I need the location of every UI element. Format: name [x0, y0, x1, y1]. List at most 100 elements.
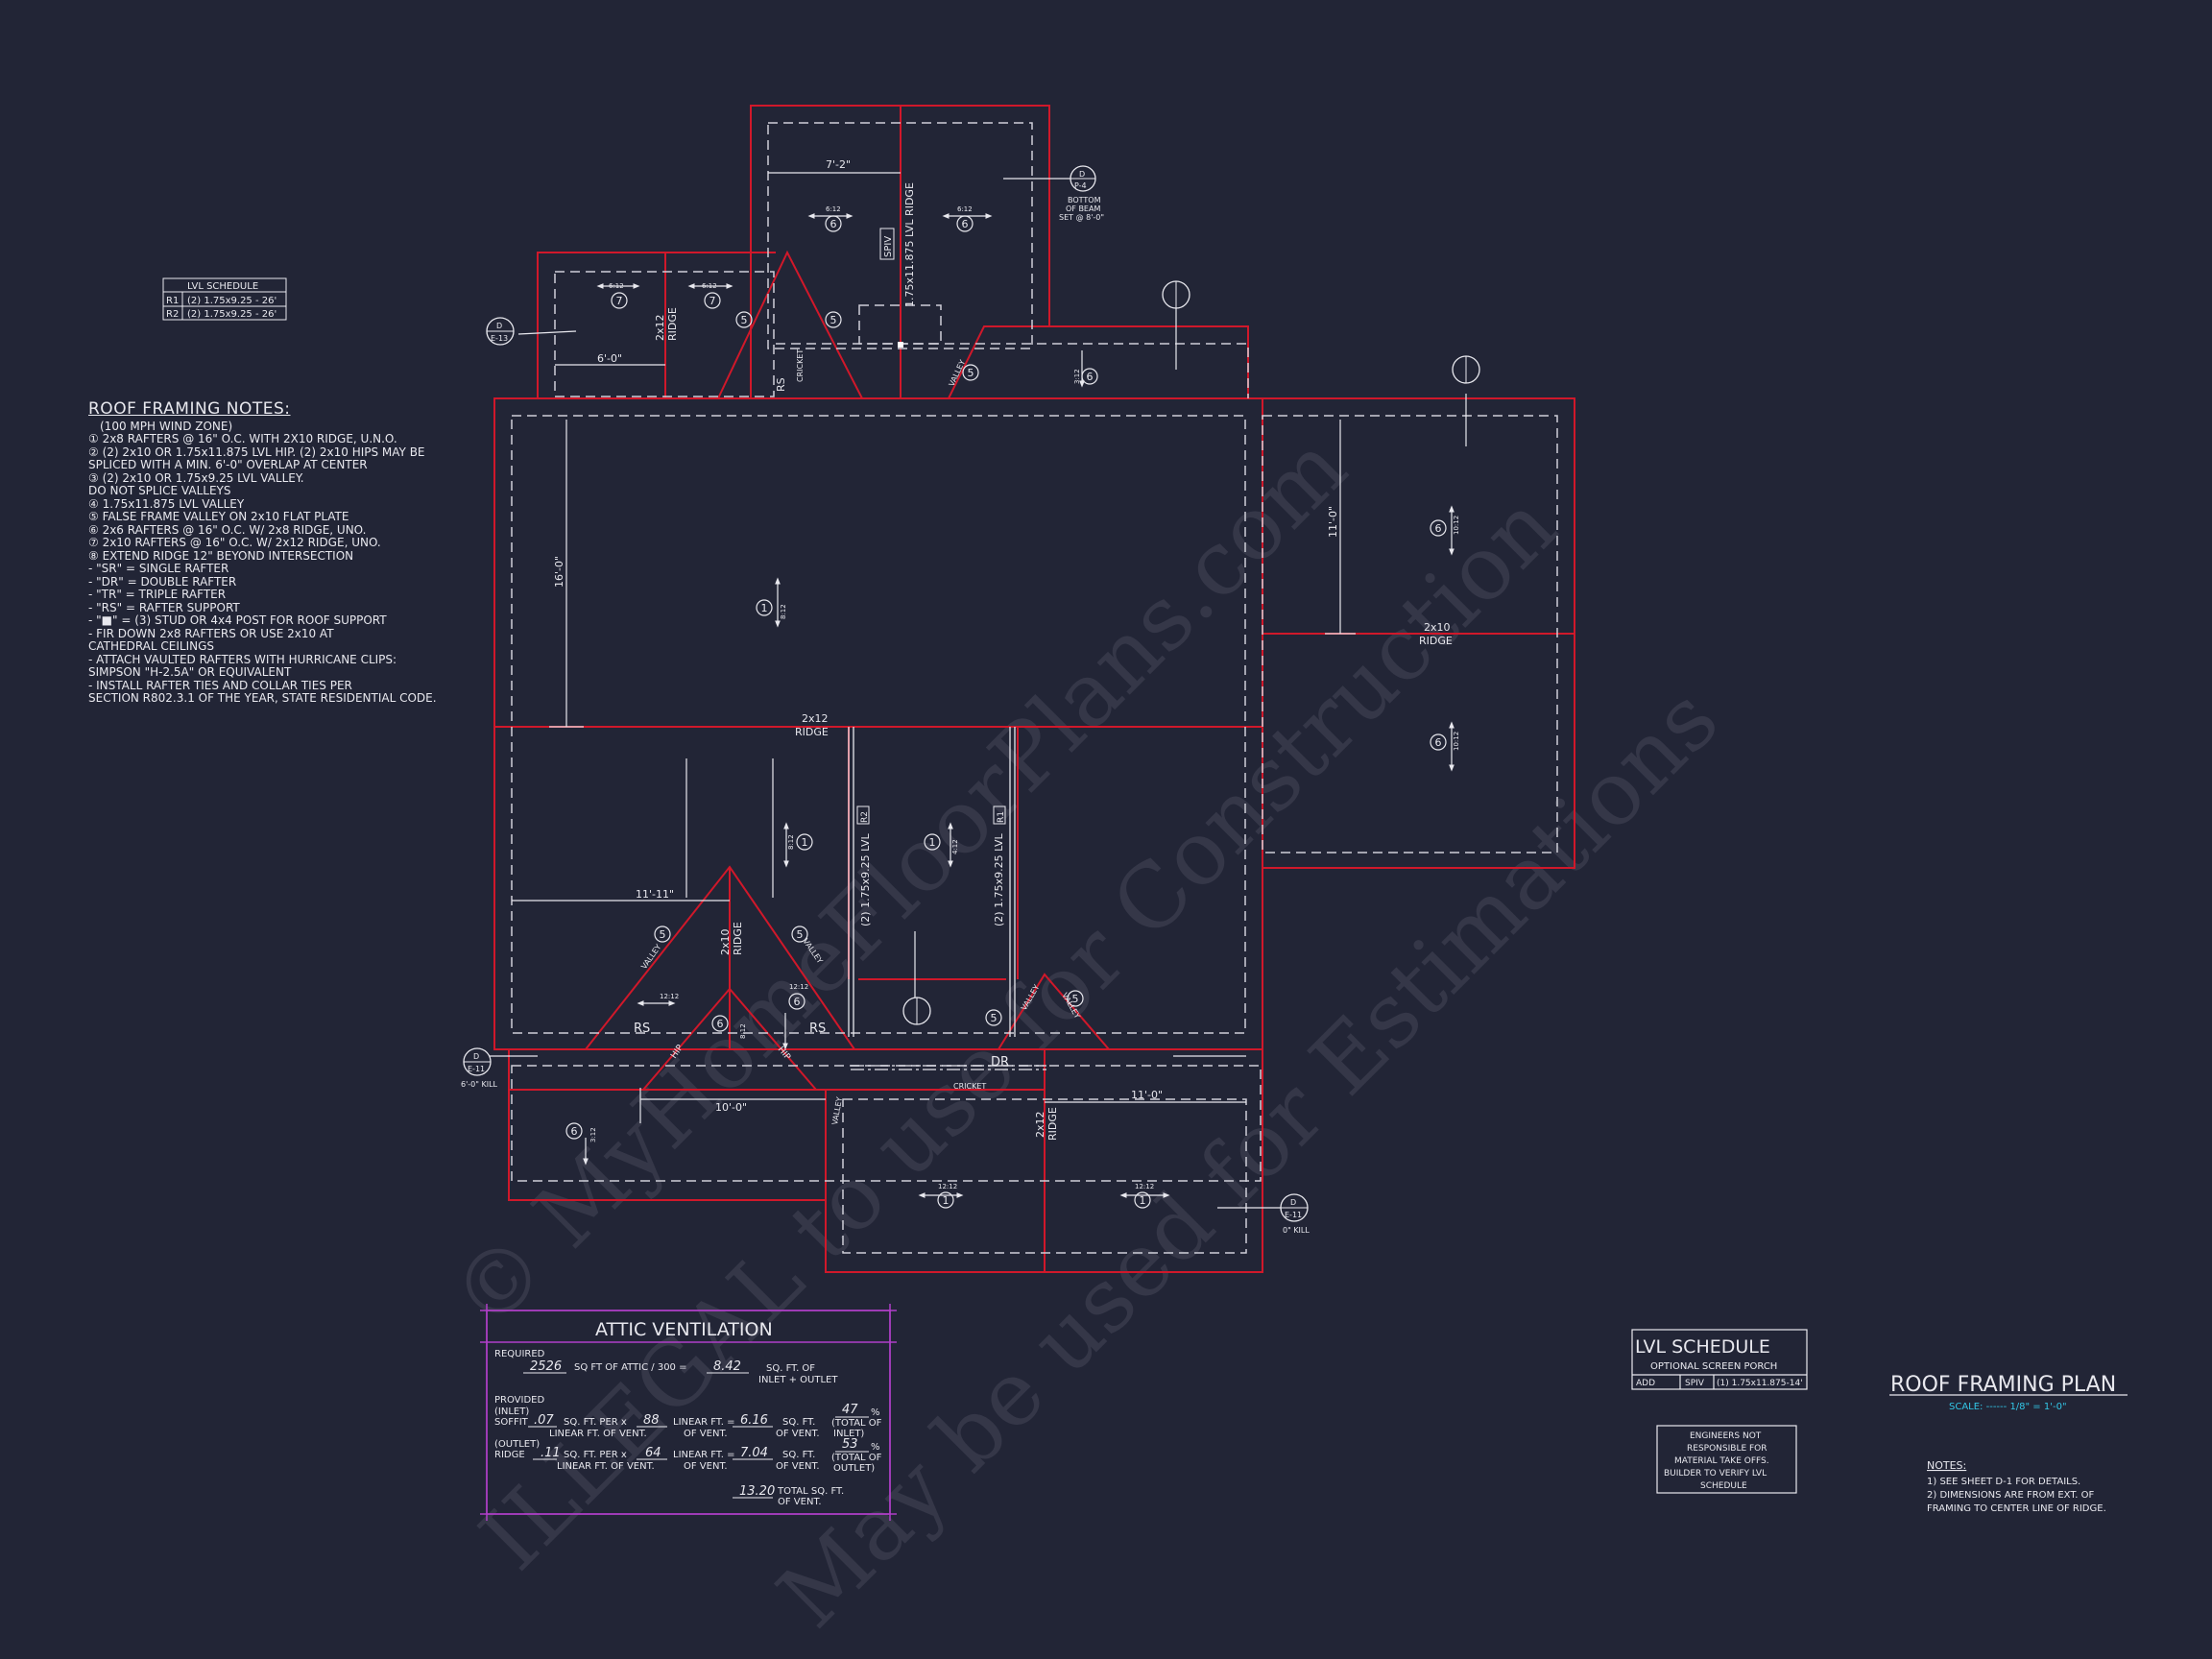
rafter-arrows — [583, 213, 1455, 1198]
svg-text:5: 5 — [741, 314, 748, 326]
ridge-2x12-garage: 2x12 — [1034, 1111, 1046, 1138]
roof-note-line: SIMPSON "H-2.5A" OR EQUIVALENT — [88, 665, 292, 679]
attic-sqft: 2526 — [530, 1359, 562, 1374]
roof-notes-list: (100 MPH WIND ZONE)① 2x8 RAFTERS @ 16" O… — [88, 419, 437, 706]
svg-text:6: 6 — [1435, 736, 1442, 749]
attic-sq-ft-per-b: SQ. FT. PER x — [564, 1450, 627, 1460]
attic-of-vent-d: OF VENT. — [776, 1461, 820, 1472]
section-d-4: D — [1290, 1198, 1296, 1207]
dr-label: DR — [991, 1055, 1009, 1070]
svg-text:6: 6 — [1435, 522, 1442, 535]
svg-text:7: 7 — [709, 295, 716, 307]
attic-provided: PROVIDED — [494, 1395, 544, 1406]
section-e11-a: E-11 — [468, 1065, 485, 1073]
roof-note-line: SECTION R802.3.1 OF THE YEAR, STATE RESI… — [88, 691, 437, 705]
attic-total-sq-ft: TOTAL SQ. FT. — [777, 1486, 844, 1497]
attic-soffit-pct: 47 — [842, 1403, 858, 1417]
attic-ridge: RIDGE — [494, 1450, 525, 1460]
attic-ridge-val: .11 — [541, 1446, 561, 1460]
roof-note-line: - "TR" = TRIPLE RAFTER — [88, 588, 227, 601]
section-d-2: D — [496, 322, 502, 330]
lvl-right-label: (2) 1.75x9.25 LVL — [993, 832, 1005, 926]
notes-bottom-title: NOTES: — [1927, 1459, 1966, 1472]
attic-ridge-lf: 64 — [645, 1446, 661, 1460]
r1-tag — [993, 805, 1006, 825]
svg-text:5: 5 — [1072, 993, 1079, 1005]
attic-of-vent-c: OF VENT. — [684, 1461, 728, 1472]
attic-of-vent-e: OF VENT. — [778, 1497, 822, 1507]
attic-linear-ft-vent-b: LINEAR FT. OF VENT. — [557, 1461, 655, 1472]
svg-text:5: 5 — [968, 367, 974, 379]
lvl-left-label: (2) 1.75x9.25 LVL — [859, 832, 872, 926]
lvl-schedule-table-left — [162, 277, 287, 321]
attic-linear-ft-vent: LINEAR FT. OF VENT. — [549, 1429, 647, 1439]
pitch-label: 10:12 — [1453, 516, 1460, 535]
hip-left: HIP — [669, 1043, 685, 1060]
attic-ridge-total: 7.04 — [740, 1446, 768, 1460]
attic-sq-ft-b: SQ. FT. — [782, 1450, 815, 1460]
attic-grand-total: 13.20 — [739, 1484, 775, 1499]
pitch-label: 6:12 — [609, 282, 624, 290]
attic-soffit: SOFFIT — [494, 1417, 529, 1428]
roof-note-line: (100 MPH WIND ZONE) — [100, 419, 233, 433]
lvl-small-r1-desc: (2) 1.75x9.25 - 26' — [187, 296, 276, 306]
roof-note-line: ⑤ FALSE FRAME VALLEY ON 2x10 FLAT PLATE — [88, 510, 349, 523]
ridge-2x12-left-box: 2x12 — [654, 314, 666, 341]
svg-text:7: 7 — [616, 295, 623, 307]
notes-bottom-2: 2) DIMENSIONS ARE FROM EXT. OF — [1927, 1490, 2095, 1501]
roof-note-line: ⑦ 2x10 RAFTERS @ 16" O.C. W/ 2x12 RIDGE,… — [88, 536, 381, 549]
svg-text:5: 5 — [830, 314, 837, 326]
valley-top: VALLEY — [948, 358, 968, 387]
section-marker-lines — [464, 178, 1467, 1209]
ridge-word-right: RIDGE — [1419, 635, 1453, 647]
engineers-note-3: MATERIAL TAKE OFFS. — [1674, 1456, 1769, 1466]
dim-10-0: 10'-0" — [715, 1101, 747, 1114]
svg-text:6: 6 — [794, 996, 801, 1008]
section-e11-b: E-11 — [1285, 1211, 1302, 1219]
roof-note-line: - "SR" = SINGLE RAFTER — [88, 562, 229, 575]
lvl-schedule-subtitle: OPTIONAL SCREEN PORCH — [1650, 1361, 1777, 1372]
kill-6-label: 6'-0" KILL — [461, 1080, 498, 1089]
attic-title: ATTIC VENTILATION — [595, 1319, 773, 1340]
roof-outline — [493, 105, 1575, 1273]
pitch-label: 12:12 — [1135, 1183, 1154, 1190]
lvl-schedule-col1: ADD — [1636, 1379, 1655, 1388]
pitch-label: 3:12 — [1073, 369, 1081, 384]
bottom-of-beam-1: BOTTOM — [1068, 196, 1101, 204]
dim-16-0: 16'-0" — [553, 556, 565, 588]
engineers-note-1: ENGINEERS NOT — [1690, 1431, 1762, 1441]
post-marker — [898, 342, 903, 348]
svg-text:1: 1 — [1140, 1194, 1146, 1207]
attic-required: REQUIRED — [494, 1349, 545, 1359]
ridge-2x12-main: 2x12 — [802, 712, 829, 725]
lvl-schedule-col2: SPIV — [1685, 1379, 1705, 1388]
notes-bottom-3: FRAMING TO CENTER LINE OF RIDGE. — [1927, 1503, 2106, 1514]
roof-note-line: - "■" = (3) STUD OR 4x4 POST FOR ROOF SU… — [88, 613, 387, 627]
wall-dashed-lines — [511, 122, 1558, 1254]
spiv-label: SPIV — [883, 236, 894, 257]
rs-right-label: RS — [809, 1022, 826, 1036]
attic-ventilation-frame — [480, 1304, 897, 1521]
attic-linear-ft-b: LINEAR FT. = — [673, 1450, 735, 1460]
attic-inlet: (INLET) — [494, 1407, 529, 1417]
pitch-label: 12:12 — [938, 1183, 957, 1190]
attic-inlet-close: INLET) — [833, 1429, 864, 1439]
engineers-note-4: BUILDER TO VERIFY LVL — [1664, 1469, 1767, 1479]
plan-scale: SCALE: ------ 1/8" = 1'-0" — [1949, 1402, 2067, 1412]
ridge-word-gable: RIDGE — [732, 922, 744, 955]
pitch-label: 6:12 — [702, 282, 717, 290]
lvl-schedule-col3: (1) 1.75x11.875-14' — [1717, 1379, 1803, 1388]
roof-note-line: ② (2) 2x10 OR 1.75x11.875 LVL HIP. (2) 2… — [88, 445, 425, 459]
lvl-schedule-table-right — [1631, 1329, 1808, 1494]
ridge-2x10-right: 2x10 — [1424, 621, 1451, 634]
section-markers — [463, 165, 1480, 1222]
section-p4: P-4 — [1074, 181, 1087, 190]
rs-left-label: RS — [634, 1022, 650, 1036]
attic-pct: % — [871, 1407, 880, 1418]
attic-total-of: (TOTAL OF — [831, 1418, 882, 1429]
pitch-label: 3:12 — [589, 1127, 597, 1142]
ridge-word-garage: RIDGE — [1046, 1107, 1059, 1141]
ridge-word-main: RIDGE — [795, 726, 829, 738]
dim-11-11: 11'-11" — [636, 888, 674, 901]
plan-title: ROOF FRAMING PLAN — [1890, 1373, 2116, 1397]
